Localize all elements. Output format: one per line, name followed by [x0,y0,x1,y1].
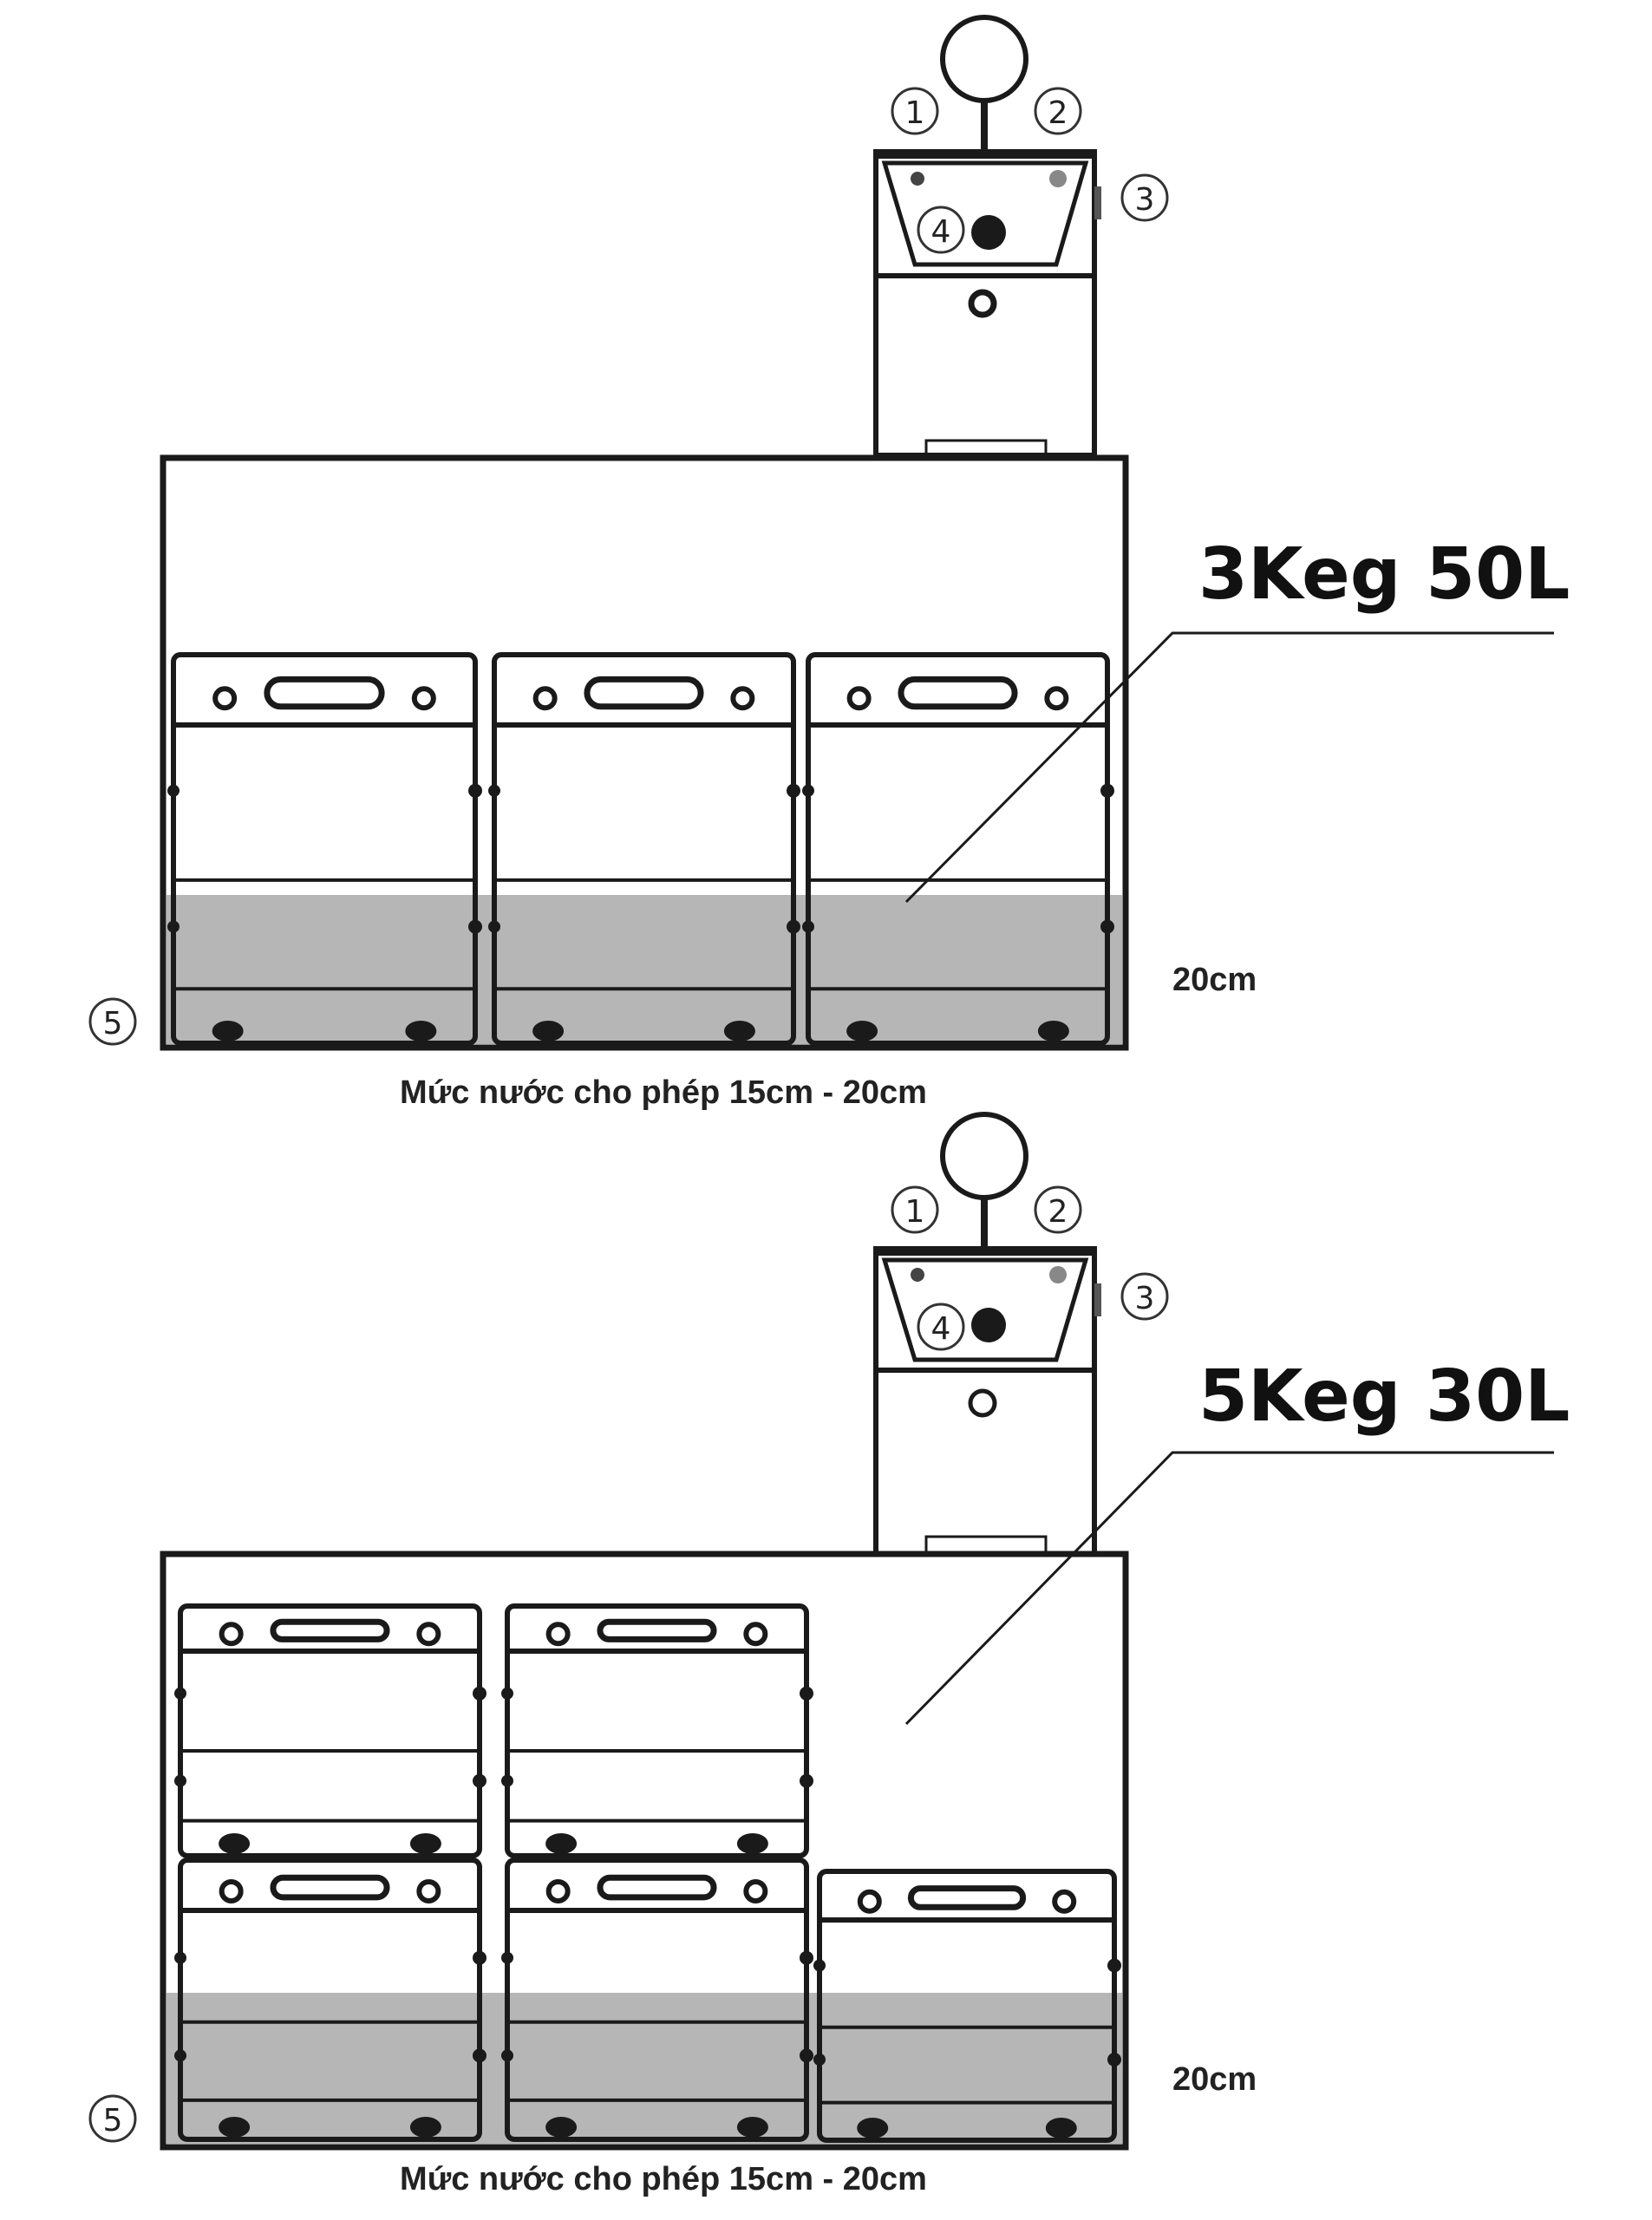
keg [174,1603,486,1858]
pointer-line [904,631,1554,904]
gauge-icon [940,15,1028,103]
tower-unit [873,1112,1101,1557]
svg-text:2: 2 [1048,95,1068,131]
marker-3: 3 [1120,173,1169,222]
svg-text:5: 5 [103,2103,123,2138]
marker-1: 1 [891,87,939,135]
cooler-box [160,454,1129,1051]
marker-3: 3 [1120,1272,1169,1321]
marker-5: 5 [88,2094,137,2143]
depth-label: 20cm [1172,962,1257,998]
panel-title: 3Keg 50L [1198,533,1570,616]
knob-left-icon [911,1268,924,1282]
marker-4: 4 [917,1303,965,1351]
svg-text:2: 2 [1048,1194,1068,1230]
water-caption: Mức nước cho phép 15cm - 20cm [400,2161,927,2197]
kegs-top [167,652,1114,1046]
keg [501,1603,813,1858]
water-level [167,895,1122,1044]
keg [174,1858,486,2142]
keg [167,652,482,1046]
svg-text:1: 1 [905,1194,925,1230]
valve-icon [968,1388,997,1418]
knob-right-icon [1049,170,1067,187]
depth-label: 20cm [1172,2061,1257,2098]
tap-icon [971,215,1006,250]
water-level [167,1993,1122,2144]
keg [488,652,800,1046]
svg-text:1: 1 [905,95,925,131]
water-caption: Mức nước cho phép 15cm - 20cm [400,1074,927,1111]
svg-text:4: 4 [931,1311,951,1347]
knob-right-icon [1049,1266,1067,1283]
svg-text:3: 3 [1135,1281,1155,1316]
tower-unit [873,15,1101,458]
knob-left-icon [911,172,924,186]
svg-text:5: 5 [103,1006,123,1041]
panel-top: 3Keg 50L 20cm Mức nước cho phép 15cm - 2… [88,15,1570,1111]
marker-5: 5 [88,997,137,1046]
marker-1: 1 [891,1185,939,1234]
marker-4: 4 [917,206,965,254]
marker-2: 2 [1034,1185,1082,1234]
marker-2: 2 [1034,87,1082,135]
panel-title: 5Keg 30L [1198,1355,1570,1438]
keg [501,1858,813,2142]
panel-bottom: 5Keg 30L 20cm Mức nước cho phép 15cm - 2… [88,1112,1570,2197]
valve-icon [968,289,997,318]
cooler-box [160,1551,1129,2151]
kegs-bottom [174,1603,1121,2143]
gauge-icon [940,1112,1028,1200]
svg-text:3: 3 [1135,182,1155,218]
keg [813,1869,1121,2143]
svg-text:4: 4 [931,214,951,250]
tap-icon [971,1308,1006,1342]
pointer-line [904,1451,1554,1726]
keg [802,652,1114,1046]
